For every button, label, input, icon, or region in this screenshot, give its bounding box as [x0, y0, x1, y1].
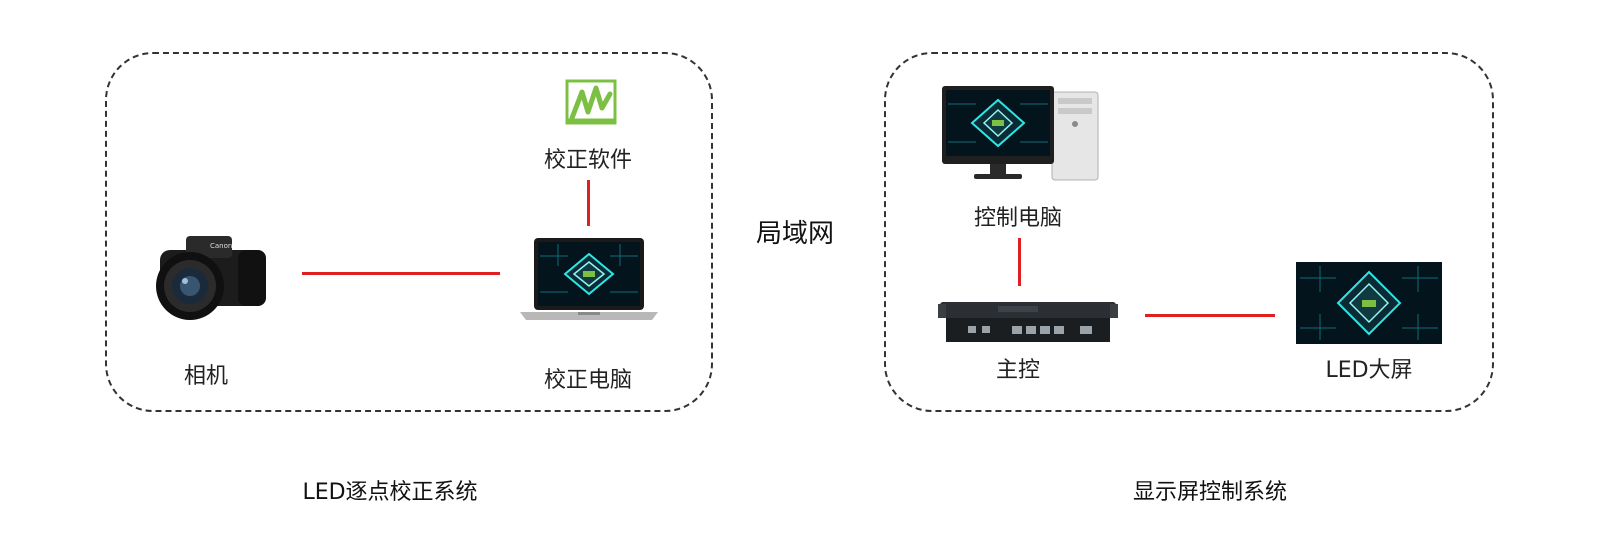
network-label: 局域网: [755, 219, 835, 249]
laptop-icon: [518, 236, 660, 328]
left-system-caption: LED逐点校正系统: [302, 480, 478, 505]
desktop-computer-icon: [940, 84, 1102, 188]
software-label: 校正软件: [543, 148, 633, 173]
controller-box-icon: [938, 296, 1118, 350]
right-system-box: [884, 52, 1494, 412]
right-system-caption: 显示屏控制系统: [1132, 480, 1288, 505]
led-screen-label: LED大屏: [1325, 358, 1413, 383]
svg-text:Canon: Canon: [210, 242, 232, 250]
led-screen-icon: [1296, 262, 1442, 348]
camera-computer-connector: [302, 272, 500, 275]
computer-label: 校正电脑: [543, 368, 633, 393]
left-system-box: [105, 52, 713, 412]
controller-label: 主控: [995, 358, 1041, 383]
camera-label: 相机: [183, 364, 229, 389]
controlpc-controller-connector: [1018, 238, 1021, 286]
control-pc-label: 控制电脑: [973, 206, 1063, 231]
controller-screen-connector: [1145, 314, 1275, 317]
software-computer-connector: [587, 180, 590, 226]
software-logo-icon: [564, 78, 618, 130]
camera-icon: Canon: [150, 228, 270, 328]
